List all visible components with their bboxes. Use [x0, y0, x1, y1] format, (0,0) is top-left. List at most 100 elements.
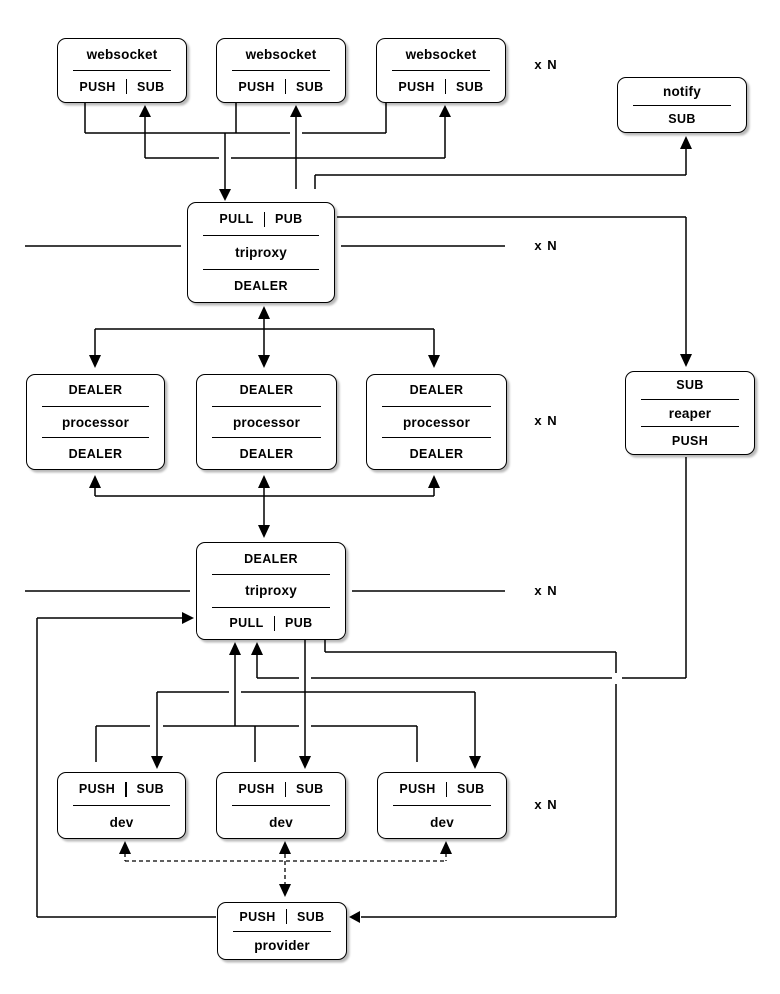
divider	[392, 70, 490, 71]
divider	[212, 437, 321, 439]
dealer-socket-label: DEALER	[409, 446, 464, 461]
replicate-label-triproxy-front: x N	[534, 238, 558, 253]
node-title: dev	[109, 814, 134, 830]
node-processor-3: DEALER processor DEALER	[366, 374, 507, 470]
socket-row: PUSH SUB	[58, 773, 185, 805]
push-socket-label: PUSH	[79, 79, 116, 94]
socket-row: DEALER	[367, 438, 506, 469]
socket-separator	[273, 615, 275, 631]
sub-socket-label: SUB	[457, 782, 485, 796]
socket-separator	[284, 781, 287, 797]
node-title: triproxy	[235, 244, 287, 260]
node-processor-2: DEALER processor DEALER	[196, 374, 337, 470]
node-triproxy-front: PULL PUB triproxy DEALER	[187, 202, 335, 303]
pull-socket-label: PULL	[219, 212, 254, 227]
socket-row: DEALER	[197, 543, 345, 574]
sub-socket-label: SUB	[456, 79, 484, 94]
replicate-label-devs: x N	[534, 797, 558, 812]
socket-row: DEALER	[197, 375, 336, 406]
node-title: reaper	[668, 405, 712, 421]
node-dev-3: PUSH SUB dev	[377, 772, 507, 839]
pub-socket-label: PUB	[284, 616, 313, 631]
socket-row: SUB	[618, 106, 746, 133]
sub-socket-label: SUB	[136, 782, 165, 796]
socket-row: PUSH SUB	[377, 71, 505, 102]
socket-separator	[444, 79, 447, 94]
divider	[203, 235, 319, 237]
node-title: dev	[269, 814, 293, 830]
pub-socket-label: PUB	[274, 212, 303, 227]
node-reaper: SUB reaper PUSH	[625, 371, 755, 455]
push-socket-label: PUSH	[398, 79, 435, 94]
socket-row: DEALER	[27, 438, 164, 469]
socket-row: PULL PUB	[197, 608, 345, 639]
divider	[212, 574, 330, 576]
push-socket-label: PUSH	[238, 782, 275, 796]
sub-socket-label: SUB	[676, 378, 704, 393]
divider	[382, 437, 491, 439]
node-title: processor	[61, 414, 130, 430]
divider	[232, 70, 330, 71]
dealer-socket-label: DEALER	[239, 383, 294, 398]
divider	[212, 606, 330, 608]
node-dev-2: PUSH SUB dev	[216, 772, 346, 839]
divider	[633, 104, 731, 106]
divider	[233, 930, 331, 932]
socket-row: DEALER	[188, 270, 334, 302]
node-title: processor	[402, 414, 471, 430]
socket-row: DEALER	[27, 375, 164, 406]
socket-row: PULL PUB	[188, 203, 334, 235]
replicate-label-triproxy-back: x N	[534, 583, 558, 598]
node-dev-1: PUSH SUB dev	[57, 772, 186, 839]
divider	[212, 405, 321, 407]
divider	[42, 437, 149, 439]
node-title: provider	[254, 937, 310, 953]
divider	[73, 805, 170, 806]
divider	[641, 426, 739, 428]
node-provider: PUSH SUB provider	[217, 902, 347, 960]
node-title: notify	[663, 83, 701, 99]
divider	[382, 405, 491, 407]
dealer-socket-label: DEALER	[239, 446, 294, 461]
node-title: websocket	[245, 47, 317, 62]
socket-row: PUSH SUB	[218, 903, 346, 931]
divider	[203, 268, 319, 270]
node-websocket-2: websocket PUSH SUB	[216, 38, 346, 103]
node-title: processor	[232, 414, 301, 430]
divider	[232, 805, 330, 806]
node-title: websocket	[405, 47, 477, 62]
push-socket-label: PUSH	[399, 782, 436, 796]
socket-row: PUSH SUB	[217, 71, 345, 102]
socket-row: DEALER	[367, 375, 506, 406]
dealer-socket-label: DEALER	[68, 446, 123, 461]
node-title: websocket	[86, 47, 158, 62]
node-triproxy-back: DEALER triproxy PULL PUB	[196, 542, 346, 640]
dealer-socket-label: DEALER	[234, 278, 288, 293]
replicate-label-websockets: x N	[534, 57, 558, 72]
socket-row: SUB	[626, 372, 754, 399]
socket-separator	[263, 211, 265, 227]
sub-socket-label: SUB	[297, 909, 325, 924]
push-socket-label: PUSH	[671, 433, 709, 448]
pull-socket-label: PULL	[229, 616, 264, 631]
dealer-socket-label: DEALER	[409, 383, 464, 398]
dealer-socket-label: DEALER	[68, 383, 123, 398]
socket-row: PUSH SUB	[217, 773, 345, 805]
node-notify: notify SUB	[617, 77, 747, 133]
socket-separator	[285, 909, 288, 925]
socket-separator	[284, 79, 287, 94]
node-title: dev	[430, 814, 454, 830]
socket-separator	[445, 781, 448, 797]
socket-separator	[125, 781, 127, 797]
socket-separator	[125, 79, 128, 94]
node-title: triproxy	[245, 583, 297, 599]
divider	[393, 805, 491, 806]
sub-socket-label: SUB	[137, 79, 165, 94]
push-socket-label: PUSH	[239, 909, 276, 924]
socket-row: DEALER	[197, 438, 336, 469]
divider	[73, 70, 171, 71]
sub-socket-label: SUB	[668, 111, 696, 126]
socket-row: PUSH	[626, 427, 754, 454]
